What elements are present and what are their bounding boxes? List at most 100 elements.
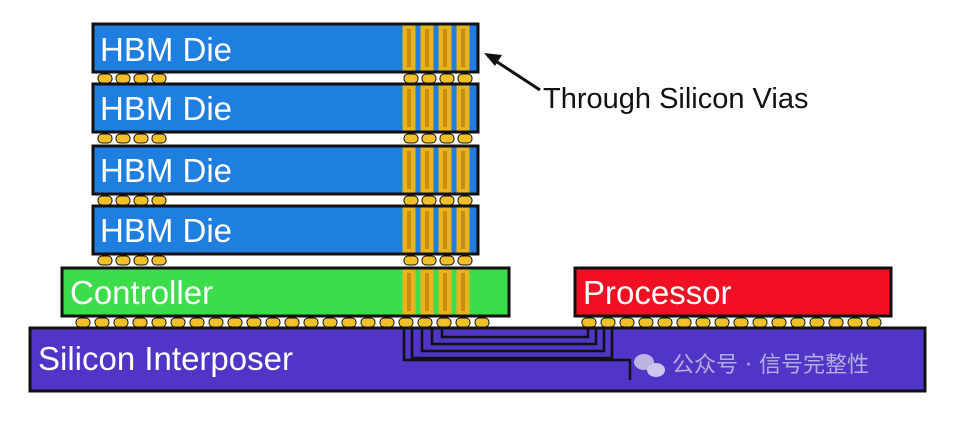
- tsv-via-core: [443, 29, 447, 67]
- hbm-bump: [97, 195, 113, 206]
- tsv-via-core: [461, 29, 465, 67]
- controller-bump: [151, 317, 167, 328]
- hbm-bump: [421, 73, 437, 84]
- hbm-die-1-label: HBM Die: [100, 31, 232, 68]
- processor-bump: [809, 317, 825, 328]
- tsv-via-core: [425, 273, 429, 311]
- tsv-via-core: [443, 211, 447, 249]
- processor-bump: [866, 317, 882, 328]
- tsv-via-core: [425, 151, 429, 189]
- hbm-die-4: HBM Die: [91, 204, 480, 256]
- interposer-label: Silicon Interposer: [38, 340, 293, 377]
- controller-bump: [208, 317, 224, 328]
- controller-label: Controller: [70, 274, 213, 311]
- processor-bump: [695, 317, 711, 328]
- tsv-via-core: [425, 89, 429, 127]
- controller-bump: [322, 317, 338, 328]
- hbm-bump: [133, 195, 149, 206]
- hbm-bump: [439, 195, 455, 206]
- processor-bump: [600, 317, 616, 328]
- hbm-bump: [151, 195, 167, 206]
- interposer-wiring: [402, 328, 632, 380]
- controller-bump: [75, 317, 91, 328]
- processor-bump: [581, 317, 597, 328]
- controller-bump: [360, 317, 376, 328]
- tsv-via-core: [461, 211, 465, 249]
- processor-bump: [828, 317, 844, 328]
- tsv-via-core: [407, 273, 411, 311]
- processor-bump: [638, 317, 654, 328]
- interposer-trace: [410, 328, 614, 360]
- controller-bump: [227, 317, 243, 328]
- hbm-bump: [133, 133, 149, 144]
- through-silicon-vias: [402, 25, 470, 315]
- hbm-bump: [421, 255, 437, 266]
- hbm-bump: [421, 133, 437, 144]
- tsv-via-core: [443, 151, 447, 189]
- hbm-die-4-label: HBM Die: [100, 212, 232, 249]
- controller-bump: [246, 317, 262, 328]
- controller-bump: [94, 317, 110, 328]
- processor-die: [573, 266, 893, 318]
- hbm-bump: [403, 195, 419, 206]
- hbm-bump: [97, 255, 113, 266]
- processor-bump: [619, 317, 635, 328]
- controller-bump: [379, 317, 395, 328]
- controller-bump: [113, 317, 129, 328]
- interposer-trace: [402, 328, 632, 380]
- hbm-bump: [457, 133, 473, 144]
- hbm-bump: [151, 73, 167, 84]
- controller-bump: [265, 317, 281, 328]
- tsv-via-core: [461, 273, 465, 311]
- hbm-bump: [97, 133, 113, 144]
- controller-bump: [132, 317, 148, 328]
- hbm-die-3-label: HBM Die: [100, 152, 232, 189]
- tsv-via-core: [461, 151, 465, 189]
- hbm-bump: [457, 73, 473, 84]
- tsv-callout-label: Through Silicon Vias: [543, 83, 808, 115]
- hbm-bump: [439, 133, 455, 144]
- hbm-bump: [457, 255, 473, 266]
- tsv-via-core: [425, 29, 429, 67]
- micro-bumps: [75, 73, 882, 328]
- hbm-die-2: HBM Die: [91, 82, 480, 134]
- hbm-bump: [403, 133, 419, 144]
- controller-bump: [417, 317, 433, 328]
- controller-bump: [284, 317, 300, 328]
- wechat-icon: [634, 354, 665, 377]
- hbm-bump: [151, 133, 167, 144]
- watermark-text: 公众号 · 信号完整性: [672, 353, 869, 378]
- hbm-bump: [403, 255, 419, 266]
- controller-bump: [341, 317, 357, 328]
- hbm-bump: [439, 255, 455, 266]
- controller-bump: [303, 317, 319, 328]
- watermark: 公众号 · 信号完整性: [634, 353, 869, 378]
- controller-bump: [398, 317, 414, 328]
- tsv-via-core: [407, 29, 411, 67]
- processor-bump: [771, 317, 787, 328]
- hbm-bump: [403, 73, 419, 84]
- processor-label: Processor: [583, 274, 732, 311]
- hbm-bump: [115, 73, 131, 84]
- hbm-bump: [115, 255, 131, 266]
- tsv-via-core: [407, 89, 411, 127]
- tsv-via-core: [461, 89, 465, 127]
- controller-bump: [455, 317, 471, 328]
- hbm-bump: [97, 73, 113, 84]
- controller-bump: [189, 317, 205, 328]
- tsv-via-core: [407, 151, 411, 189]
- processor-bump: [733, 317, 749, 328]
- processor-bump: [847, 317, 863, 328]
- tsv-via-core: [425, 211, 429, 249]
- controller-bump: [170, 317, 186, 328]
- tsv-via-core: [443, 89, 447, 127]
- hbm-die-2-label: HBM Die: [100, 90, 232, 127]
- processor-bump: [714, 317, 730, 328]
- tsv-via-core: [407, 211, 411, 249]
- interposer-trace: [430, 328, 598, 346]
- hbm-bump: [115, 195, 131, 206]
- tsv-callout: Through Silicon Vias: [484, 53, 808, 115]
- processor-bump: [657, 317, 673, 328]
- hbm-die-stack: HBM Die HBM Die HBM Die HBM Die: [91, 22, 480, 256]
